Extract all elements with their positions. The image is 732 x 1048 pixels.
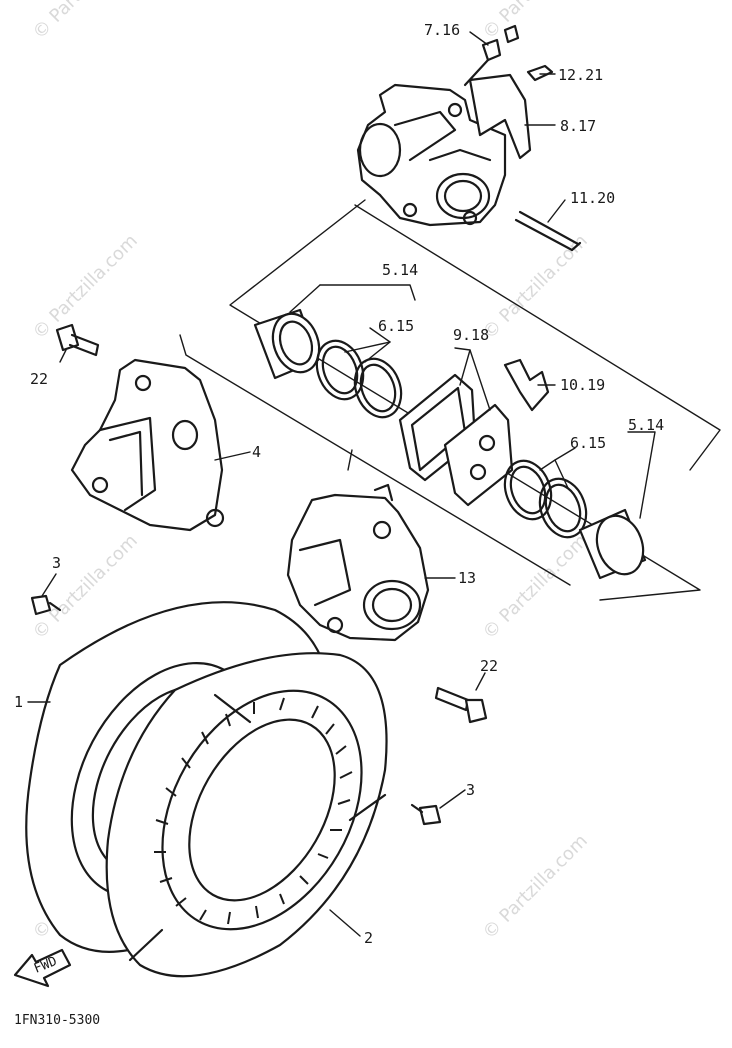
watermark: © Partzilla.com [29,0,142,44]
callout-5-14-right: 5.14 [628,416,664,434]
piston-left [253,308,321,380]
watermark: © Partzilla.com [479,830,592,943]
piston-right [578,508,647,580]
callout-3-left: 3 [52,554,61,572]
callout-3-right: 3 [466,781,475,799]
center-caliper [286,483,430,642]
pad-pin [514,210,582,252]
watermark: © Partzilla.com [479,0,592,44]
pad-clip [526,64,554,82]
callout-4: 4 [252,443,261,461]
callout-5-14-left: 5.14 [382,261,418,279]
callout-22-bottom: 22 [480,657,498,675]
callout-10-19: 10.19 [560,376,605,394]
caliper-bolt-right [434,686,488,724]
disc-bolt-right [410,803,442,826]
upper-caliper [356,83,507,227]
diagram-code: 1FN310-5300 [14,1013,100,1028]
callout-7-16: 7.16 [424,21,460,39]
brake-disc-front [105,652,388,978]
callout-2: 2 [364,929,373,947]
caliper-bolt-left [55,323,100,357]
watermark: © Partzilla.com [479,530,592,643]
forward-arrow-icon: FWD [13,948,72,988]
left-caliper [70,358,225,532]
callout-13: 13 [458,569,476,587]
callout-1: 1 [14,693,23,711]
brake-pads [398,373,514,507]
callout-11-20: 11.20 [570,189,615,207]
callout-6-15-left: 6.15 [378,317,414,335]
watermark: © Partzilla.com [29,230,142,343]
callout-labels: 7.16 12.21 8.17 11.20 5.14 6.15 9.18 10.… [14,21,664,947]
callout-9-18: 9.18 [453,326,489,344]
disc-ventilation-slots [154,697,353,925]
callout-12-21: 12.21 [558,66,603,84]
callout-8-17: 8.17 [560,117,596,135]
callout-22-top: 22 [30,370,48,388]
leader-lines [27,31,656,937]
callout-6-15-right: 6.15 [570,434,606,452]
pad-shim [503,358,550,412]
piston-seals-right [503,459,588,539]
piston-seals-left [315,339,403,419]
disc-bolt-left [30,594,62,616]
pad-cover [468,73,532,160]
